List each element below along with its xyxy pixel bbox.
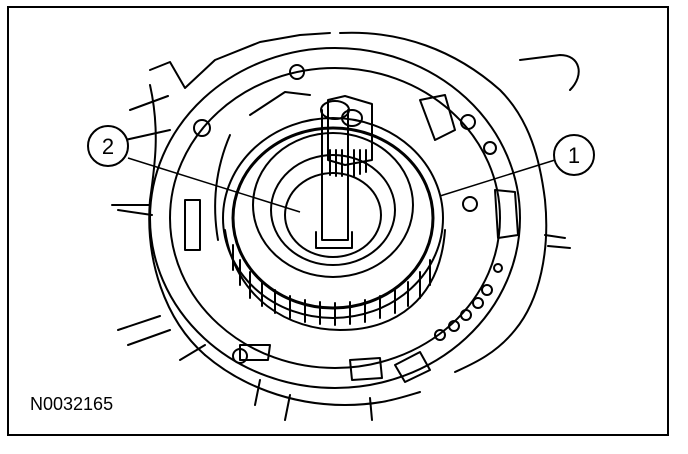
callout-2-number: 2 bbox=[102, 134, 114, 159]
callout-2-circle bbox=[87, 125, 129, 167]
callout-2: 2 bbox=[87, 125, 129, 167]
callout-1: 1 bbox=[553, 134, 595, 176]
callout-1-leader bbox=[439, 159, 556, 197]
callout-2-leader bbox=[127, 157, 301, 213]
callout-1-circle bbox=[553, 134, 595, 176]
figure-id-label: N0032165 bbox=[30, 394, 114, 414]
pump-body-outer bbox=[149, 47, 521, 389]
clutch-drum bbox=[222, 117, 444, 319]
case-outline bbox=[149, 32, 331, 89]
callout-1-number: 1 bbox=[568, 143, 580, 168]
figure-frame bbox=[7, 6, 669, 436]
